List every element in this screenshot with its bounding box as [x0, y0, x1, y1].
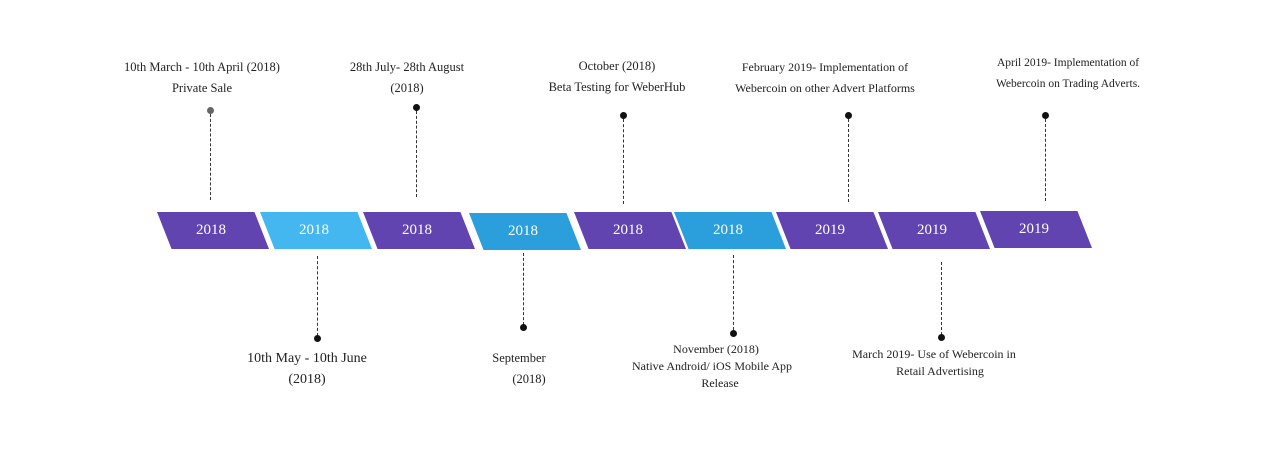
- event-date: 28th July- 28th August: [349, 60, 465, 74]
- event-connector: [941, 262, 942, 335]
- event-description: (2018): [288, 372, 326, 387]
- timeline-segment: 2018: [469, 213, 581, 250]
- event-connector: [1045, 119, 1046, 201]
- segment-year: 2018: [196, 222, 226, 238]
- event-connector: [210, 114, 211, 200]
- event-connector: [623, 119, 624, 204]
- event-date: October (2018): [578, 59, 656, 73]
- timeline-segment: 2018: [157, 212, 269, 249]
- event-marker: [314, 335, 321, 342]
- event-description: (2018): [390, 81, 424, 95]
- event-date: April 2019- Implementation of: [996, 57, 1140, 69]
- event-label: November (2018) Native Android/ iOS Mobi…: [632, 341, 792, 392]
- event-description: Retail Advertising: [896, 364, 984, 378]
- segment-year: 2018: [508, 223, 538, 239]
- event-label: April 2019- Implementation of Webercoin …: [996, 53, 1140, 95]
- event-marker: [730, 330, 737, 337]
- event-date: 10th May - 10th June: [247, 351, 367, 366]
- timeline-segment: 2019: [878, 212, 990, 249]
- event-label: September (2018): [492, 348, 550, 390]
- event-connector: [523, 253, 524, 325]
- segment-year: 2018: [299, 222, 329, 238]
- timeline-segment: 2018: [574, 212, 686, 249]
- event-label: 28th July- 28th August (2018): [350, 57, 464, 99]
- timeline-segment: 2019: [980, 211, 1092, 248]
- event-connector: [733, 255, 734, 330]
- event-connector: [416, 111, 417, 197]
- event-label: 10th May - 10th June (2018): [247, 348, 367, 390]
- event-date: February 2019- Implementation of: [741, 60, 909, 74]
- segment-year: 2019: [917, 222, 947, 238]
- event-label: October (2018) Beta Testing for WeberHub: [549, 56, 686, 98]
- timeline-segment: 2018: [260, 212, 372, 249]
- event-marker: [207, 107, 214, 114]
- timeline-segment: 2018: [674, 212, 786, 249]
- segment-year: 2019: [815, 222, 845, 238]
- event-description: Native Android/ iOS Mobile App: [632, 359, 792, 373]
- event-description: (2018): [512, 372, 546, 386]
- timeline-segment: 2018: [363, 212, 475, 249]
- event-date: November (2018): [673, 342, 759, 356]
- event-label: February 2019- Implementation of Weberco…: [735, 57, 915, 99]
- event-date: September: [492, 351, 546, 365]
- event-description: Webercoin on other Advert Platforms: [735, 81, 915, 95]
- event-marker: [938, 334, 945, 341]
- event-description: Webercoin on Trading Adverts.: [995, 78, 1141, 90]
- segment-year: 2019: [1019, 221, 1049, 237]
- event-marker: [845, 112, 852, 119]
- segment-year: 2018: [402, 222, 432, 238]
- event-description: Private Sale: [171, 81, 233, 95]
- event-marker: [520, 324, 527, 331]
- event-marker: [620, 112, 627, 119]
- event-label: March 2019- Use of Webercoin in Retail A…: [852, 346, 1016, 380]
- timeline-segment: 2019: [776, 212, 888, 249]
- event-connector: [848, 119, 849, 202]
- segment-year: 2018: [713, 222, 743, 238]
- event-marker: [1042, 112, 1049, 119]
- event-date: 10th March - 10th April (2018): [124, 60, 280, 74]
- event-description: Beta Testing for WeberHub: [548, 80, 686, 94]
- event-connector: [317, 256, 318, 336]
- event-date: March 2019- Use of Webercoin in: [852, 347, 1016, 361]
- segment-year: 2018: [613, 222, 643, 238]
- event-description: Release: [701, 376, 739, 390]
- event-marker: [413, 104, 420, 111]
- event-label: 10th March - 10th April (2018) Private S…: [124, 57, 280, 99]
